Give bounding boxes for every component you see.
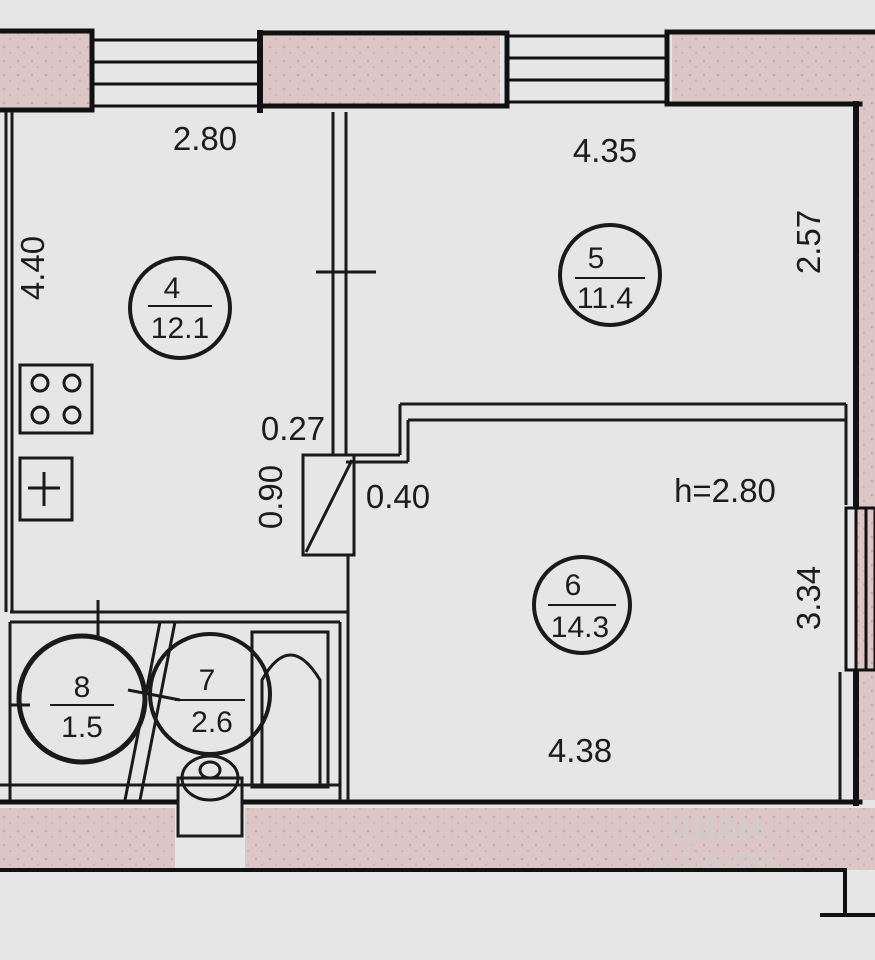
dim-room5-width: 4.35 bbox=[573, 132, 637, 169]
room-area: 12.1 bbox=[151, 312, 209, 345]
dim-door-width: 0.90 bbox=[252, 465, 289, 529]
room-area: 1.5 bbox=[61, 711, 103, 744]
room-label-4: 4 12.1 bbox=[128, 256, 232, 360]
room-number: 5 bbox=[588, 242, 605, 275]
room-area: 11.4 bbox=[577, 282, 633, 315]
room-number: 4 bbox=[164, 272, 181, 305]
outer-wall-masonry bbox=[0, 30, 875, 870]
window-room6 bbox=[844, 506, 875, 672]
room-label-5: 5 11.4 bbox=[558, 223, 662, 327]
watermark-id: ID 313520595 bbox=[652, 851, 778, 873]
door-room4-room6 bbox=[301, 453, 356, 557]
stove-icon bbox=[18, 363, 94, 435]
dim-room6-width: 4.38 bbox=[548, 732, 612, 769]
room-number: 7 bbox=[199, 664, 216, 697]
dim-room5-length: 2.57 bbox=[790, 210, 827, 274]
dim-partition: 0.40 bbox=[366, 478, 430, 515]
room-number: 6 bbox=[565, 569, 582, 602]
sink-icon bbox=[18, 456, 74, 522]
interior-walls bbox=[0, 112, 848, 800]
bathtub-icon bbox=[250, 630, 330, 789]
room-label-6: 6 14.3 bbox=[532, 555, 632, 655]
window-room5 bbox=[507, 34, 667, 104]
room-label-7: 7 2.6 bbox=[148, 632, 272, 756]
dim-wall-offset: 0.27 bbox=[261, 410, 325, 447]
room-label-8: 8 1.5 bbox=[16, 633, 148, 765]
dim-room4-width: 2.80 bbox=[173, 120, 237, 157]
outer-walls bbox=[0, 28, 875, 917]
watermark-brand: циан bbox=[668, 802, 762, 849]
dim-room4-length: 4.40 bbox=[14, 236, 51, 300]
room-area: 14.3 bbox=[551, 611, 609, 644]
ceiling-height: h=2.80 bbox=[674, 472, 776, 509]
window-room4 bbox=[92, 38, 260, 108]
watermark: циан ID 313520595 bbox=[652, 802, 778, 873]
room-area: 2.6 bbox=[191, 706, 233, 739]
room-number: 8 bbox=[74, 671, 91, 704]
dim-room6-length: 3.34 bbox=[790, 566, 827, 630]
